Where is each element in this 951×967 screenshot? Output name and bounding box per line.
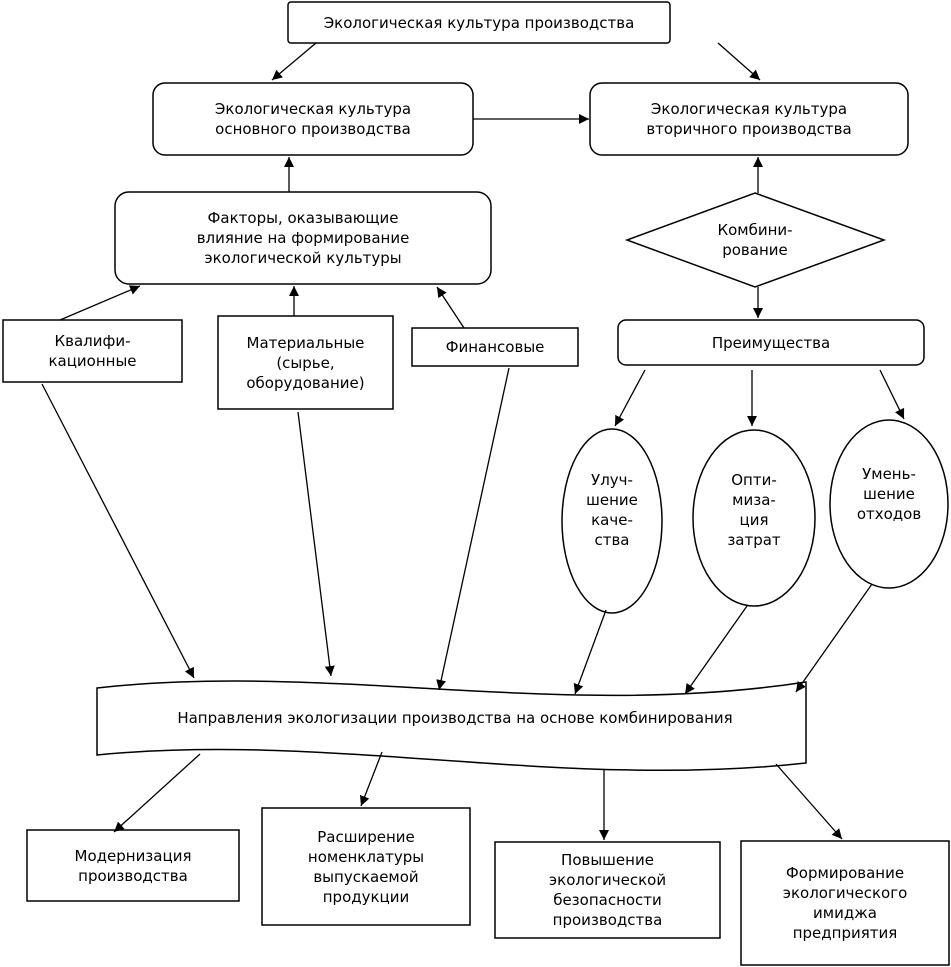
material-label: Материальные (сырье, оборудование): [218, 316, 393, 409]
range-box: [261, 807, 471, 926]
waste-text: Умень- шение отходов: [856, 465, 922, 523]
combining-label: Комбини- рование: [690, 216, 820, 264]
arrow-directions-to-image: [775, 763, 843, 840]
advantages-box: [617, 319, 925, 366]
arrow-financial-to-directions: [436, 367, 510, 691]
qualification-label: Квалифи- кационные: [3, 320, 182, 382]
arrow-advantages-to-quality: [614, 369, 646, 427]
waste-ellipse: [829, 419, 949, 589]
financial-label: Финансовые: [412, 328, 578, 366]
modernization-text: Модернизация производства: [74, 846, 192, 885]
quality-ellipse: [561, 428, 663, 614]
top-box: [287, 1, 671, 44]
directions-banner: [96, 680, 807, 772]
arrow-top-to-primary: [271, 42, 317, 81]
material-box: [217, 315, 394, 410]
quality-label: Улуч- шение каче- ства: [566, 450, 658, 570]
advantages-label: Преимущества: [618, 320, 924, 365]
range-label: Расширение номенклатуры выпускаемой прод…: [262, 808, 470, 925]
modernization-label: Модернизация производства: [27, 830, 239, 901]
cost-text: Опти- миза- ция затрат: [727, 471, 781, 549]
image-box: [740, 840, 950, 966]
safety-label: Повышение экологической безопасности про…: [495, 842, 720, 938]
modernization-box: [26, 829, 240, 902]
qualification-box: [2, 319, 183, 383]
top-label: Экологическая культура производства: [288, 2, 670, 43]
financial-text: Финансовые: [445, 338, 545, 356]
arrow-qualification-to-directions: [41, 383, 195, 679]
secondary-label: Экологическая культура вторичного произв…: [590, 83, 908, 155]
factors-text: Факторы, оказывающие влияние на формиров…: [196, 209, 410, 267]
arrow-cost-to-directions: [684, 605, 748, 695]
arrow-top-to-secondary: [717, 42, 761, 81]
arrow-qualification-to-factors: [59, 285, 141, 321]
arrow-material-to-directions: [297, 411, 335, 677]
directions-label: Направления экологизации производства на…: [110, 702, 800, 734]
directions-text: Направления экологизации производства на…: [177, 709, 733, 727]
quality-text: Улуч- шение каче- ства: [586, 471, 638, 549]
safety-text: Повышение экологической безопасности про…: [548, 851, 667, 929]
waste-label: Умень- шение отходов: [836, 446, 942, 542]
secondary-box: [589, 82, 909, 156]
financial-box: [411, 327, 579, 367]
primary-text: Экологическая культура основного произво…: [214, 100, 412, 138]
cost-ellipse: [692, 429, 816, 607]
arrow-waste-to-directions: [795, 583, 873, 693]
image-label: Формирование экологического имиджа предп…: [741, 841, 949, 965]
safety-box: [494, 841, 721, 939]
material-text: Материальные (сырье, оборудование): [246, 333, 365, 392]
arrow-quality-to-directions: [573, 609, 607, 695]
primary-label: Экологическая культура основного произво…: [153, 83, 473, 155]
arrow-advantages-to-waste: [879, 369, 905, 420]
range-text: Расширение номенклатуры выпускаемой прод…: [307, 827, 425, 906]
arrow-directions-to-modernization: [113, 753, 201, 833]
factors-label: Факторы, оказывающие влияние на формиров…: [115, 192, 491, 284]
image-text: Формирование экологического имиджа предп…: [782, 864, 908, 942]
qualification-text: Квалифи- кационные: [48, 332, 137, 370]
top-text: Экологическая культура производства: [323, 13, 635, 32]
secondary-text: Экологическая культура вторичного произв…: [646, 100, 852, 138]
arrow-directions-to-range: [359, 751, 383, 807]
arrow-financial-to-factors: [436, 286, 465, 329]
advantages-text: Преимущества: [711, 333, 831, 352]
factors-box: [114, 191, 492, 285]
combining-text: Комбини- рование: [717, 221, 793, 259]
combining-diamond: [624, 192, 887, 288]
cost-label: Опти- миза- ция затрат: [700, 450, 808, 570]
